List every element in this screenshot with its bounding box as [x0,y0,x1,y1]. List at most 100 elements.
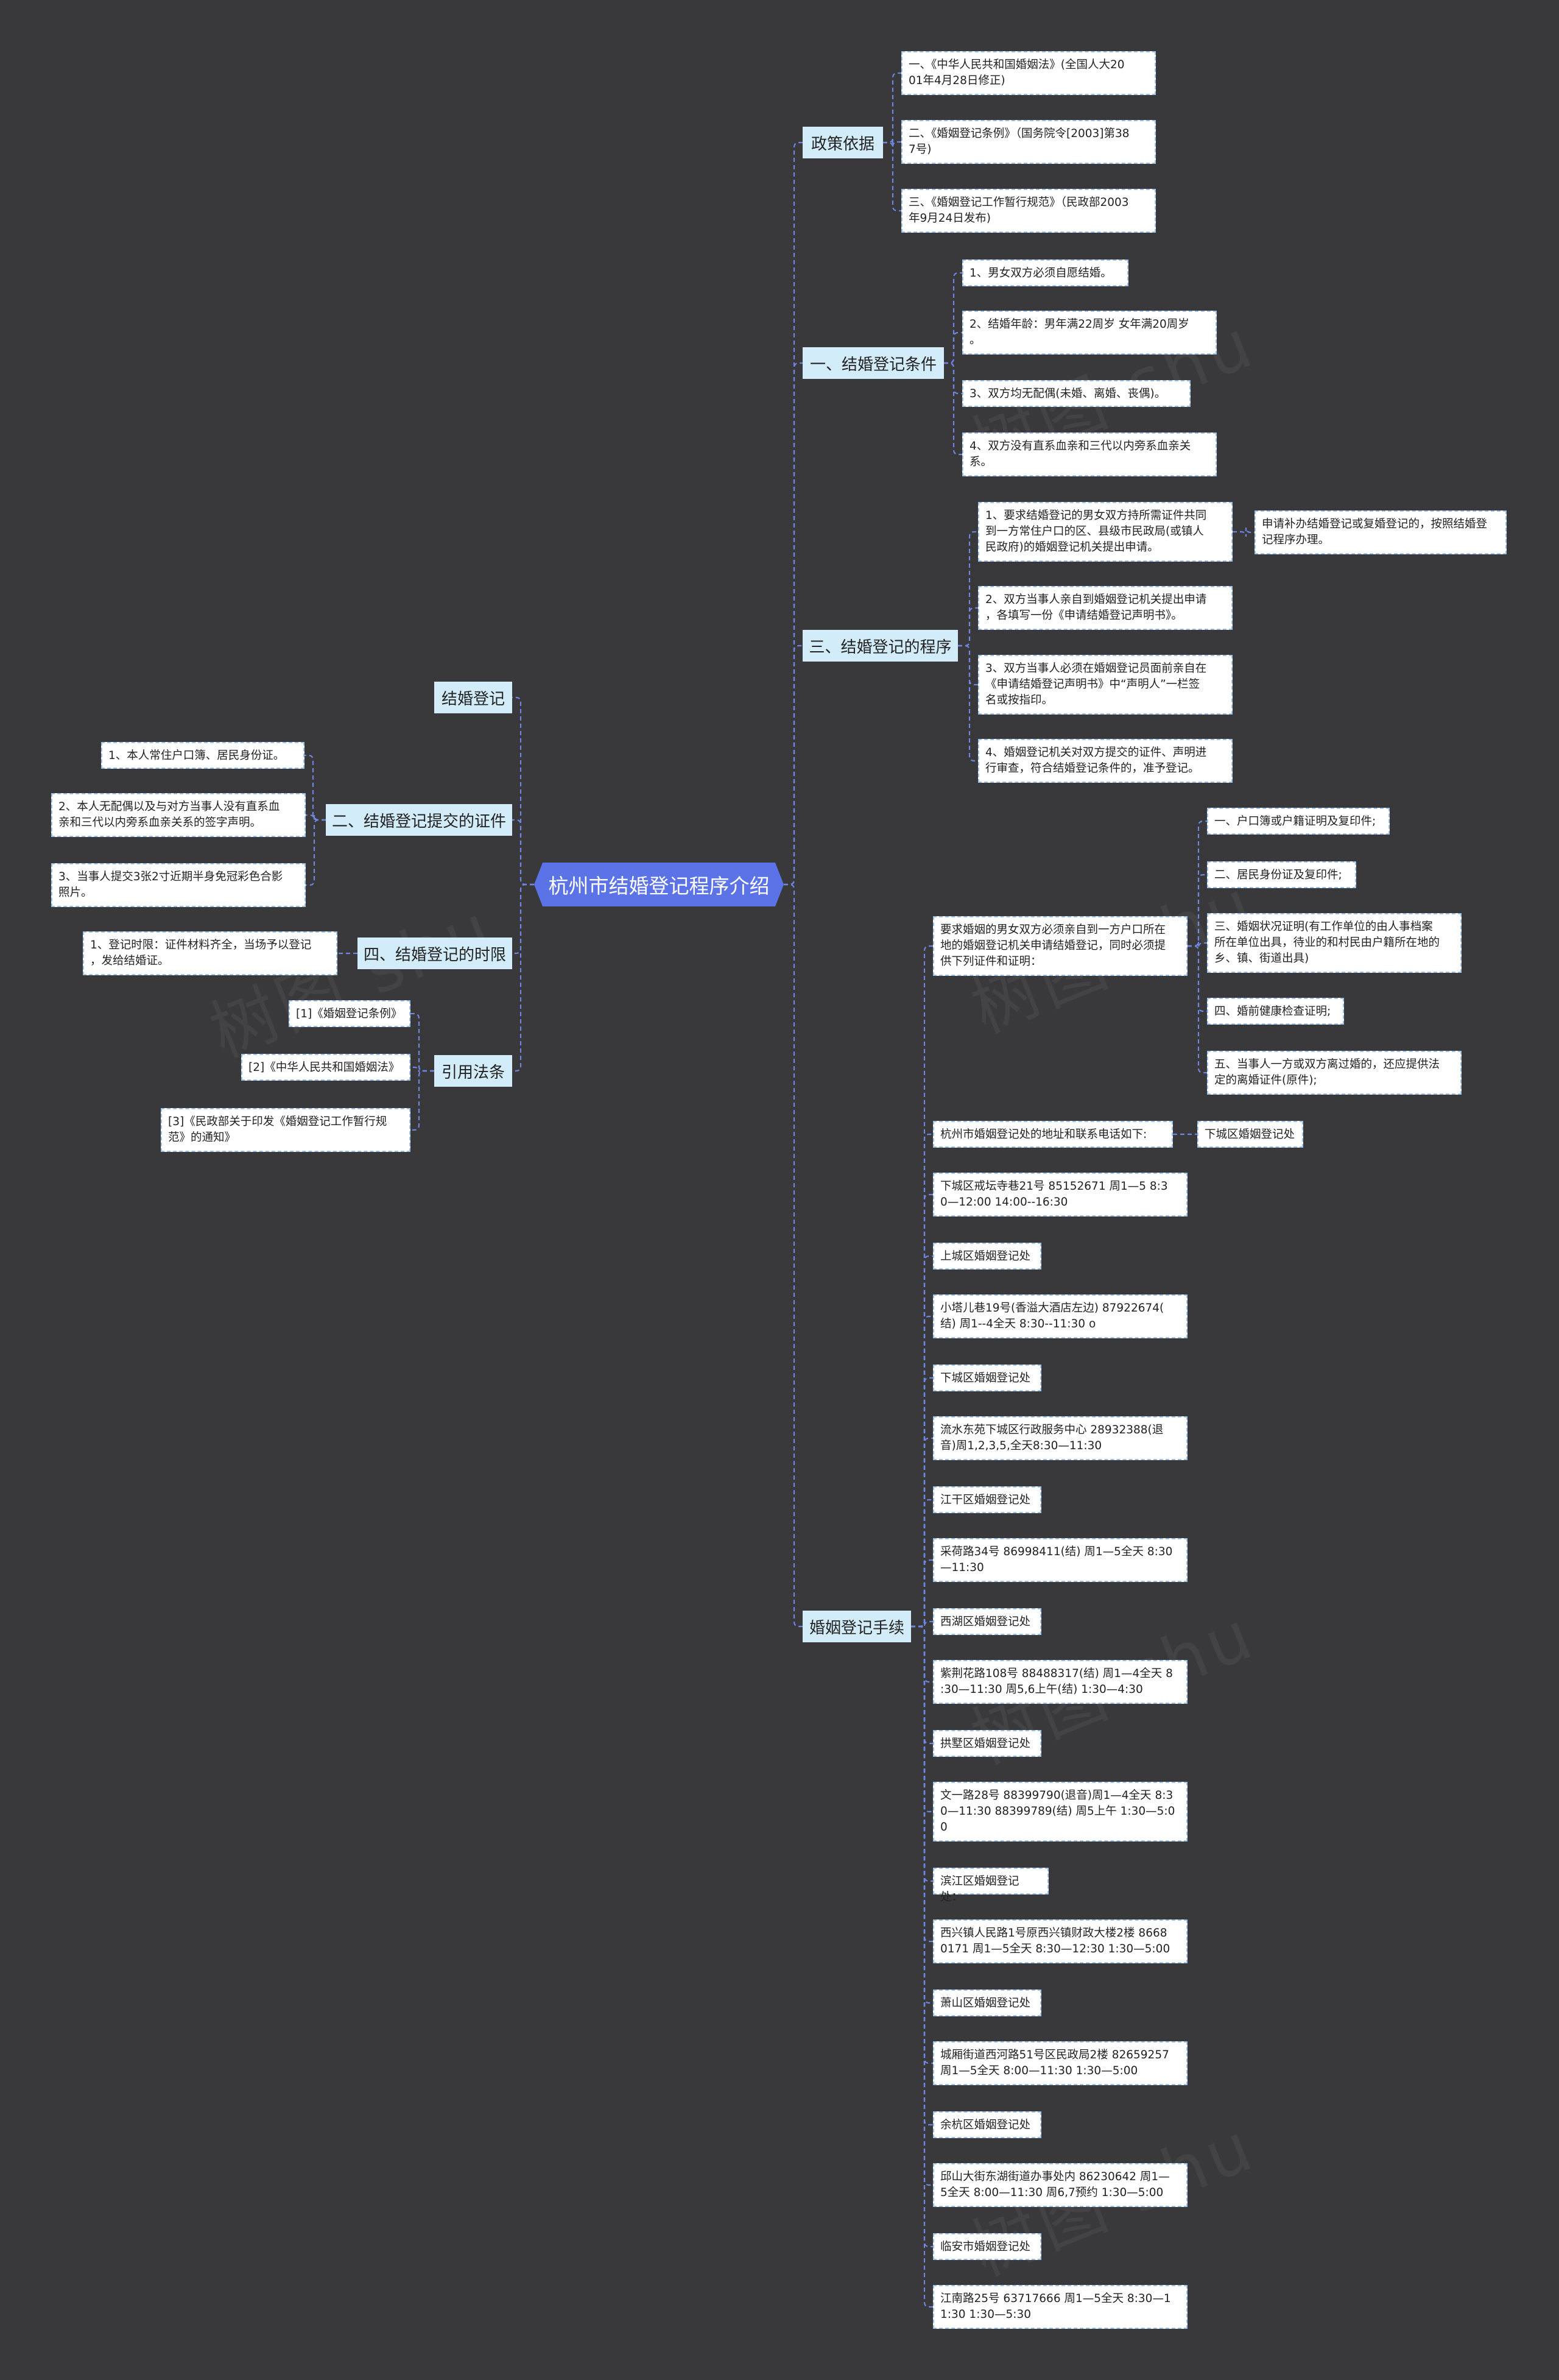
connector-line [911,1625,933,2126]
office-name[interactable]: 上城区婚姻登记处 [933,1243,1041,1269]
office-name[interactable]: 临安市婚姻登记处 [933,2233,1041,2260]
office-address[interactable]: 下城区戒坛寺巷21号 85152671 周1—5 8:3 0—12:00 14:… [933,1173,1188,1216]
office-name[interactable]: 滨江区婚姻登记处： [933,1868,1049,1904]
required-document[interactable]: 二、居民身份证及复印件; [1207,861,1356,888]
connector-line [306,819,326,886]
connector-line [784,883,803,1628]
connector-line [958,644,978,686]
branch-procedures-docs[interactable]: 婚姻登记手续 [803,1611,911,1642]
office-name[interactable]: 余杭区婚姻登记处 [933,2111,1041,2138]
condition-item[interactable]: 3、双方均无配偶(未婚、离婚、丧偶)。 [962,380,1191,407]
office-name[interactable]: 江干区婚姻登记处 [933,1486,1041,1513]
connector-line [911,1625,933,2186]
office-address[interactable]: 西兴镇人民路1号原西兴镇财政大楼2楼 8668 0171 周1—5全天 8:30… [933,1919,1188,1963]
office-name[interactable]: 萧山区婚姻登记处 [933,1990,1041,2016]
connector-line [911,1133,933,1628]
office-address[interactable]: 城厢街道西河路51号区民政局2楼 82659257 周1—5全天 8:00—11… [933,2041,1188,2085]
connector-line [784,362,803,886]
connector-line [944,362,962,395]
root-topic[interactable]: 杭州市结婚登记程序介绍 [534,863,784,906]
connector-line [911,1620,933,1628]
office-address[interactable]: 小塔儿巷19号(香溢大酒店左边) 87922674( 结) 周1--4全天 8:… [933,1294,1188,1338]
connector-line [512,819,534,886]
connector-line [944,331,962,364]
branch-policy[interactable]: 政策依据 [803,127,883,158]
office-address[interactable]: 江南路25号 63717666 周1—5全天 8:30—1 1:30 1:30—… [933,2285,1188,2329]
connector-line [911,1315,933,1628]
connector-line [883,72,901,144]
office-address[interactable]: 文一路28号 88399790(退音)周1—4全天 8:3 0—11:30 88… [933,1782,1188,1841]
required-document[interactable]: 三、婚姻状况证明(有工作单位的由人事档案 所在单位出具，待业的和村民由户籍所在地… [1207,913,1462,973]
required-documents-intro[interactable]: 要求婚姻的男女双方必须亲自到一方户口所在 地的婚姻登记机关申请结婚登记，同时必须… [933,916,1188,976]
connector-line [1188,874,1207,947]
document-item[interactable]: 3、当事人提交3张2寸近期半身免冠彩色合影 照片。 [51,863,306,907]
connector-line [911,1625,933,2064]
document-item[interactable]: 2、本人无配偶以及与对方当事人没有直系血 亲和三代以内旁系血亲关系的签字声明。 [51,793,306,837]
procedure-note[interactable]: 申请补办结婚登记或复婚登记的，按照结婚登 记程序办理。 [1255,510,1507,554]
connector-line [883,137,901,147]
connector-line [958,644,978,762]
connector-line [911,1625,933,1943]
citation-item[interactable]: [1]《婚姻登记条例》 [289,1000,410,1027]
branch-procedure[interactable]: 三、结婚登记的程序 [803,630,958,662]
document-item[interactable]: 1、本人常住户口簿、居民身份证。 [101,742,304,769]
connector-line [911,1625,933,1882]
condition-item[interactable]: 1、男女双方必须自愿结婚。 [962,260,1128,286]
connector-line [911,1625,933,2308]
address-list-title[interactable]: 杭州市婚姻登记处的地址和联系电话如下: [933,1121,1173,1148]
required-document[interactable]: 四、婚前健康检查证明; [1207,998,1344,1025]
connector-line [1188,945,1207,1012]
connector-line [1233,527,1255,537]
connector-line [911,1193,933,1628]
branch-marriage-registration[interactable]: 结婚登记 [434,682,512,713]
connector-line [304,754,326,821]
required-document[interactable]: 一、户口簿或户籍证明及复印件; [1207,808,1390,835]
procedure-step[interactable]: 1、要求结婚登记的男女双方持所需证件共同 到一方常住户口的区、县级市民政局(或镇… [978,502,1233,562]
connector-line [958,531,978,647]
policy-item[interactable]: 一、《中华人民共和国婚姻法》(全国人大20 01年4月28日修正) [901,51,1156,95]
office-address[interactable]: 采荷路34号 86998411(结) 周1—5全天 8:30 —11:30 [933,1538,1188,1582]
connector-line [1188,945,1207,1074]
connector-line [911,1499,933,1628]
office-name[interactable]: 下城区婚姻登记处 [933,1365,1041,1391]
connector-line [512,696,534,886]
connector-line [410,1070,434,1131]
branch-documents[interactable]: 二、结婚登记提交的证件 [326,804,512,836]
procedure-step[interactable]: 4、婚姻登记机关对双方提交的证件、声明进 行审查，符合结婚登记条件的，准予登记。 [978,739,1233,783]
required-document[interactable]: 五、当事人一方或双方离过婚的，还应提供法 定的离婚证件(原件); [1207,1051,1462,1095]
connector-line [784,141,803,886]
office-name[interactable]: 拱墅区婚姻登记处 [933,1730,1041,1757]
connector-line [306,814,326,821]
connector-line [1188,820,1207,947]
office-name[interactable]: 下城区婚姻登记处 [1197,1121,1303,1148]
connector-line [911,1625,933,1683]
citation-item[interactable]: [2]《中华人民共和国婚姻法》 [241,1054,410,1081]
time-limit-item[interactable]: 1、登记时限：证件材料齐全，当场予以登记 ，发给结婚证。 [83,931,337,975]
connector-line [911,1625,933,2004]
procedure-step[interactable]: 2、双方当事人亲自到婚姻登记机关提出申请 ，各填写一份《申请结婚登记声明书》。 [978,586,1233,630]
condition-item[interactable]: 4、双方没有直系血亲和三代以内旁系血亲关 系。 [962,433,1217,476]
connector-line [410,1065,434,1073]
office-name[interactable]: 西湖区婚姻登记处 [933,1608,1041,1635]
branch-time-limit[interactable]: 四、结婚登记的时限 [357,938,512,969]
branch-conditions[interactable]: 一、结婚登记条件 [803,347,944,379]
connector-line [410,1012,434,1072]
office-address[interactable]: 邱山大街东湖街道办事处内 86230642 周1— 5全天 8:00—11:30… [933,2163,1188,2207]
policy-item[interactable]: 二、《婚姻登记条例》（国务院令[2003]第38 7号) [901,120,1156,164]
office-address[interactable]: 流水东苑下城区行政服务中心 28932388(退 音)周1,2,3,5,全天8:… [933,1416,1188,1460]
procedure-step[interactable]: 3、双方当事人必须在婚姻登记员面前亲自在 《申请结婚登记声明书》中“声明人”一栏… [978,655,1233,715]
connector-line [911,1625,933,1813]
connector-line [944,272,962,364]
condition-item[interactable]: 2、结婚年龄：男年满22周岁 女年满20周岁 。 [962,311,1217,355]
connector-line [911,1255,933,1628]
policy-item[interactable]: 三、《婚姻登记工作暂行规范》（民政部2003 年9月24日发布) [901,189,1156,233]
branch-citations[interactable]: 引用法条 [434,1055,512,1087]
connector-line [911,1625,933,1745]
citation-item[interactable]: [3]《民政部关于印发《婚姻登记工作暂行规 范》的通知》 [161,1108,410,1152]
connector-line [911,1559,933,1628]
connector-line [883,141,901,212]
connector-line [784,644,803,886]
connector-line [911,1437,933,1628]
office-address[interactable]: 紫荆花路108号 88488317(结) 周1—4全天 8 :30—11:30 … [933,1660,1188,1704]
